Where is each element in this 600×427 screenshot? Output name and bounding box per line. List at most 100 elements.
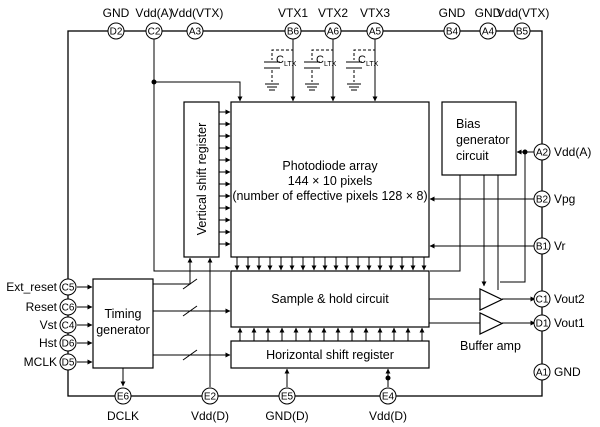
cltx-label-3-main: C	[358, 54, 366, 66]
vdda-c2-wire	[153, 38, 230, 272]
bus-slash-3	[182, 349, 198, 361]
pin-label: Vout1	[554, 316, 585, 330]
pin-label: Vdd(A)	[554, 145, 591, 159]
capacitor-cltx-3: C LTX	[346, 44, 379, 91]
pin-id: D5	[62, 358, 75, 369]
pin-label: Reset	[26, 300, 58, 314]
pin-id: C4	[62, 321, 75, 332]
pin-e6: E6 DCLK	[107, 387, 139, 423]
pin-label: GND	[554, 365, 581, 379]
pin-id: A4	[482, 27, 495, 38]
vsr-to-array-arrows	[219, 109, 231, 247]
array-to-sh-arrows	[234, 257, 427, 271]
buffer-amp-label: Buffer amp	[460, 339, 521, 353]
junction-dot-e4	[385, 375, 391, 381]
buffer-amp-1	[479, 288, 504, 311]
pin-a3: A3 Vdd(VTX)	[171, 6, 224, 40]
cltx-label-3-sub: LTX	[366, 61, 379, 68]
pin-id: C5	[62, 283, 75, 294]
pin-label: Vdd(VTX)	[171, 6, 224, 20]
pin-label: Vdd(D)	[191, 409, 229, 423]
photodiode-label-3: (number of effective pixels 128 × 8)	[232, 189, 427, 203]
pin-a5: A5 VTX3	[360, 6, 390, 40]
pin-id: C6	[62, 303, 75, 314]
bias-label-2: generator	[456, 133, 510, 147]
pin-d2: D2 GND	[103, 6, 130, 40]
pin-label: MCLK	[24, 355, 57, 369]
pin-a4: A4 GND	[475, 6, 502, 40]
cltx-label-2-main: C	[316, 54, 324, 66]
pin-b5: B5 Vdd(VTX)	[497, 6, 549, 40]
pin-label: GND	[475, 6, 502, 20]
pin-c1: C1 Vout2	[533, 290, 585, 308]
pin-label: Vdd(A)	[135, 6, 172, 20]
pin-b6: B6 VTX1	[278, 6, 308, 40]
photodiode-array-block: Photodiode array 144 × 10 pixels (number…	[230, 101, 430, 258]
pin-id: D1	[536, 319, 549, 330]
cltx-label-1-sub: LTX	[284, 61, 297, 68]
pin-a1: A1 GND	[533, 363, 581, 381]
package-outline	[67, 30, 543, 397]
pin-id: B1	[536, 242, 549, 253]
bias-label-3: circuit	[456, 149, 489, 163]
sample-hold-label: Sample & hold circuit	[271, 292, 389, 306]
pin-id: A5	[369, 27, 382, 38]
pin-id: A1	[536, 368, 549, 379]
pin-c4: C4 Vst	[40, 316, 77, 334]
pin-id: A2	[536, 148, 549, 159]
pin-b2: B2 Vpg	[533, 190, 575, 208]
pin-label: DCLK	[107, 409, 139, 423]
pin-label: VTX1	[278, 6, 308, 20]
bus-slash-2	[182, 305, 198, 317]
pin-label: GND	[439, 6, 466, 20]
pin-label: Vpg	[554, 192, 575, 206]
pin-id: E5	[281, 392, 294, 403]
pin-b4: B4 GND	[439, 6, 466, 40]
vertical-shift-register-label: Vertical shift register	[195, 123, 209, 236]
pin-id: B6	[287, 27, 300, 38]
pin-d5: D5 MCLK	[24, 353, 77, 371]
vdda-to-array-wire	[154, 81, 243, 102]
buffer-amp-2	[479, 312, 504, 335]
bias-to-sh	[430, 175, 461, 272]
photodiode-label-1: Photodiode array	[282, 159, 378, 173]
horizontal-shift-register-label: Horizontal shift register	[266, 348, 394, 362]
pin-id: C2	[148, 27, 161, 38]
pin-label: Ext_reset	[6, 280, 57, 294]
pin-c5: C5 Ext_reset	[6, 278, 77, 296]
pin-id: E4	[382, 392, 395, 403]
pin-d1: D1 Vout1	[533, 314, 585, 332]
bias-label-1: Bias	[456, 117, 480, 131]
pin-id: A3	[189, 27, 202, 38]
capacitor-cltx-1: C LTX	[264, 44, 297, 91]
pin-e2: E2 Vdd(D)	[191, 387, 229, 423]
timing-label-2: generator	[96, 323, 150, 337]
pin-id: B4	[446, 27, 459, 38]
pin-d6: D6 Hst	[39, 334, 77, 352]
pin-label: VTX3	[360, 6, 390, 20]
pin-c6: C6 Reset	[26, 298, 77, 316]
pin-label: VTX2	[318, 6, 348, 20]
pin-e5: E5 GND(D)	[265, 387, 309, 423]
bus-slash-1	[182, 278, 198, 290]
pin-label: GND	[103, 6, 130, 20]
pin-id: D6	[62, 339, 75, 350]
pin-e4: E4 Vdd(D)	[369, 387, 407, 423]
pin-label: Vout2	[554, 292, 585, 306]
pin-label: Vst	[40, 318, 58, 332]
pin-c2: C2 Vdd(A)	[135, 6, 173, 40]
hsr-to-sh-arrows	[237, 327, 425, 341]
pin-a2: A2 Vdd(A)	[533, 143, 591, 161]
pin-id: D2	[110, 27, 123, 38]
pin-id: B5	[516, 27, 529, 38]
pin-label: Vdd(D)	[369, 409, 407, 423]
pin-id: B2	[536, 195, 549, 206]
photodiode-label-2: 144 × 10 pixels	[288, 174, 372, 188]
timing-generator-block: Timing generator	[92, 278, 154, 369]
horizontal-shift-register-block: Horizontal shift register	[230, 340, 430, 369]
pin-id: E6	[117, 392, 130, 403]
capacitor-cltx-2: C LTX	[304, 44, 337, 91]
pin-label: GND(D)	[265, 409, 308, 423]
pin-b1: B1 Vr	[533, 237, 566, 255]
